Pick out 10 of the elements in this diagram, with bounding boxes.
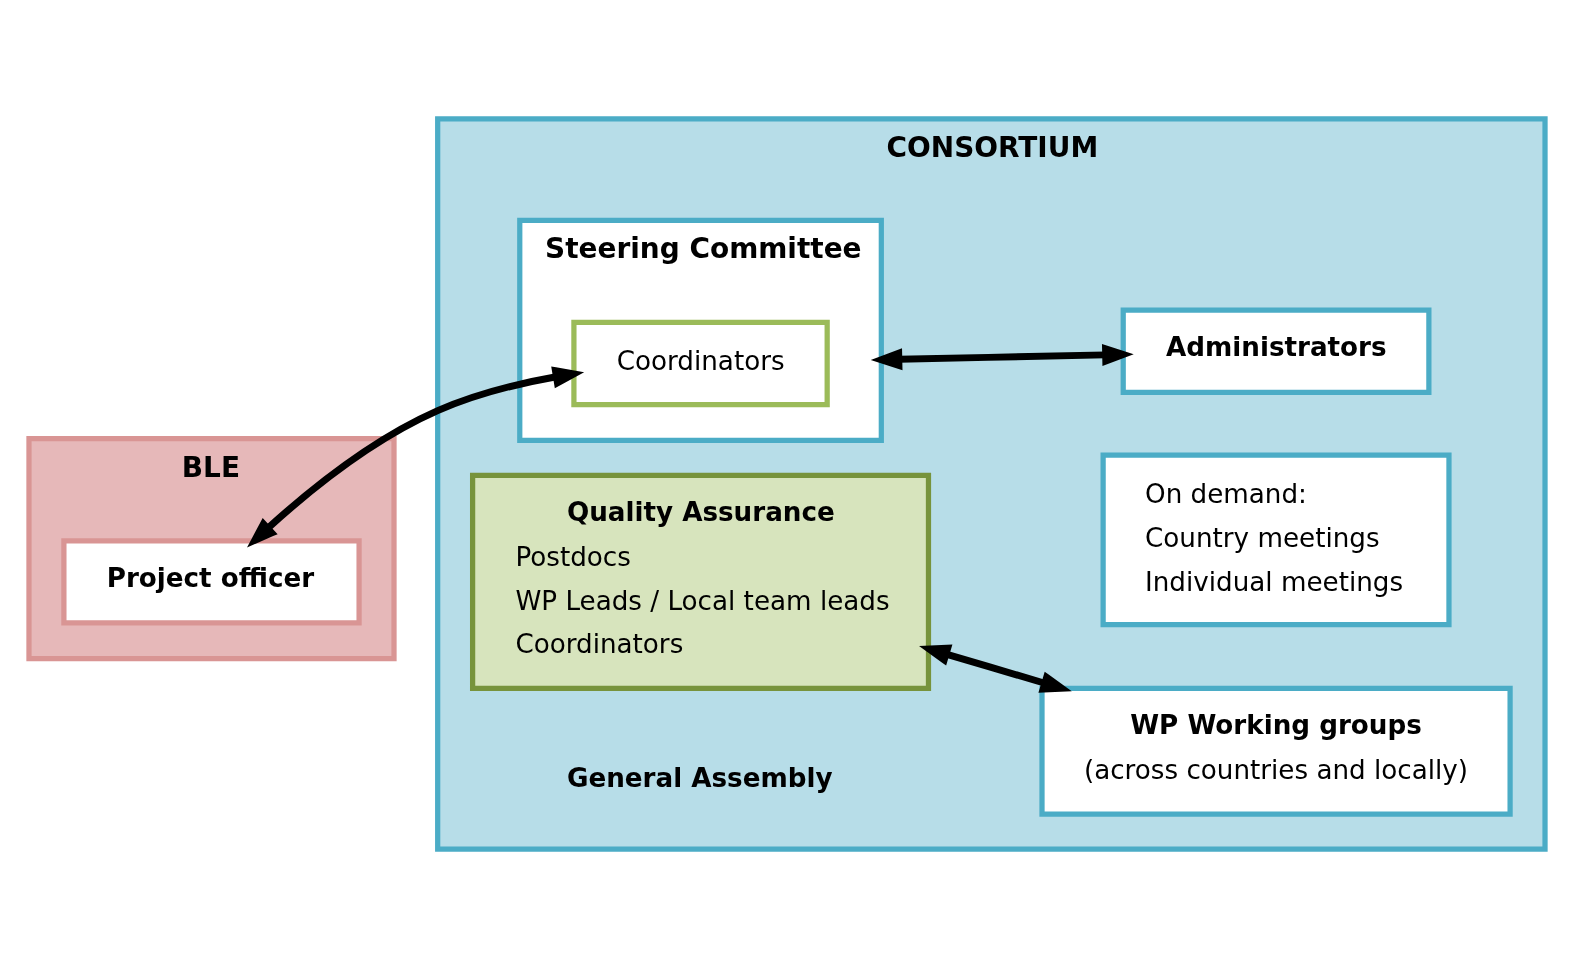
arrow — [919, 643, 1072, 693]
label: General Assembly — [566, 762, 833, 793]
arrow — [870, 343, 1134, 370]
node-box: Administrators — [1120, 307, 1432, 395]
node-box: Project officer — [61, 537, 362, 625]
node-box: On demand: Country meetings Individual meetings — [1100, 452, 1452, 627]
arrow — [247, 365, 585, 547]
node-box: Quality Assurance Postdocs WP Leads / Local team leads Coordinators — [470, 472, 932, 691]
node-box: Coordinators — [571, 319, 830, 407]
node-box: WP Working groups (across countries and locally) — [1039, 685, 1513, 817]
